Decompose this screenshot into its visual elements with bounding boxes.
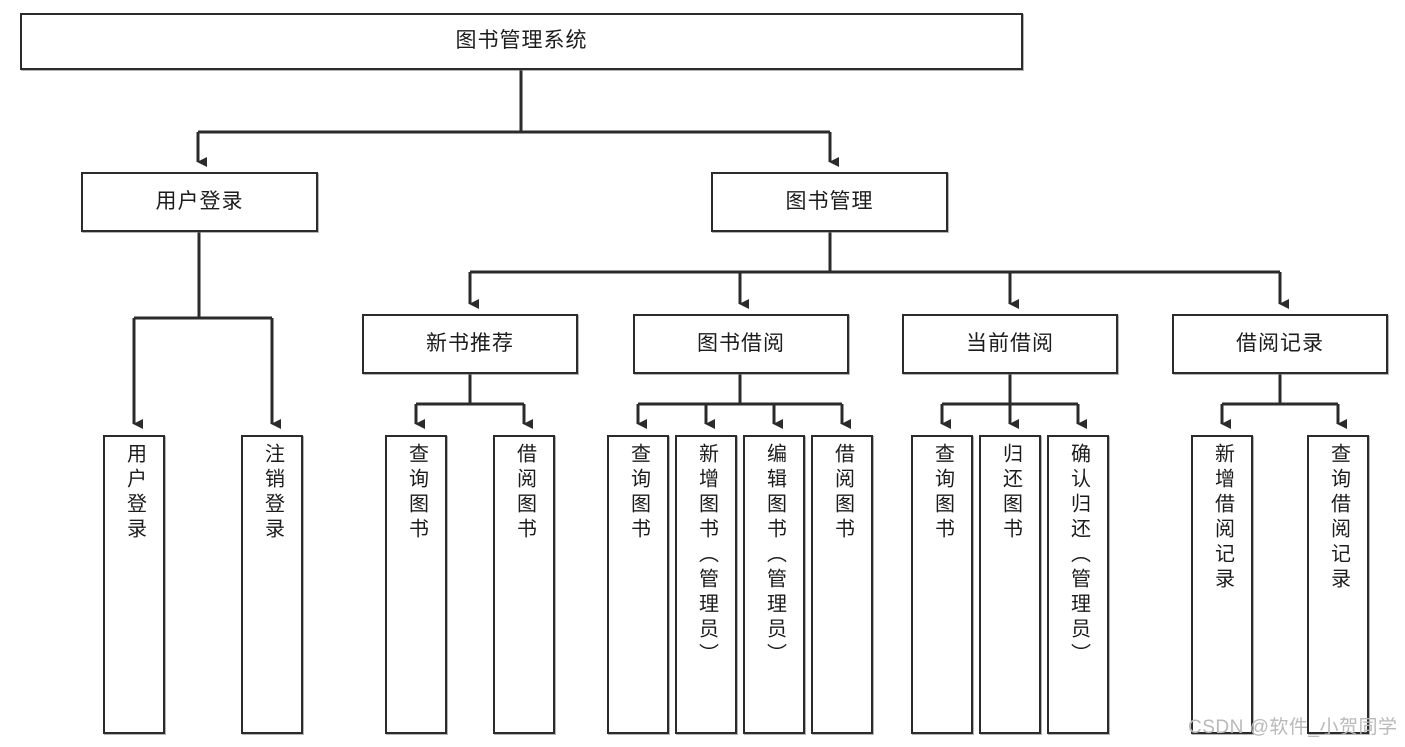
node-current-borrow[interactable]: 当前借阅 — [902, 314, 1118, 374]
node-root-book-management-system[interactable]: 图书管理系统 — [20, 13, 1023, 70]
node-leaf-return-book[interactable]: 归还图书 — [979, 435, 1041, 734]
node-label: 图书管理 — [785, 189, 874, 213]
node-leaf-query-book-recommend[interactable]: 查询图书 — [385, 435, 447, 734]
node-leaf-confirm-return[interactable]: 确认归还（管理员） — [1047, 435, 1109, 734]
node-leaf-logout-login[interactable]: 注销登录 — [241, 435, 303, 734]
node-label: 借阅记录 — [1236, 331, 1324, 355]
node-label: 注销登录 — [261, 443, 284, 543]
node-leaf-borrow-book[interactable]: 借阅图书 — [811, 435, 873, 734]
node-leaf-add-book[interactable]: 新增图书（管理员） — [675, 435, 737, 734]
node-leaf-edit-book[interactable]: 编辑图书（管理员） — [743, 435, 805, 734]
node-borrow-record[interactable]: 借阅记录 — [1172, 314, 1388, 374]
node-label: 新增借阅记录 — [1211, 443, 1234, 593]
node-label: 查询借阅记录 — [1327, 443, 1350, 593]
node-leaf-borrow-book-recommend[interactable]: 借阅图书 — [493, 435, 555, 734]
node-book-borrow[interactable]: 图书借阅 — [633, 314, 849, 374]
node-label: 借阅图书 — [831, 443, 854, 543]
node-label: 编辑图书（管理员） — [763, 443, 786, 668]
node-label: 确认归还（管理员） — [1067, 443, 1090, 668]
node-book-management[interactable]: 图书管理 — [711, 172, 948, 232]
node-label: 新书推荐 — [426, 331, 514, 355]
node-label: 图书借阅 — [697, 331, 785, 355]
node-leaf-add-borrow-record[interactable]: 新增借阅记录 — [1191, 435, 1253, 734]
node-leaf-user-login[interactable]: 用户登录 — [103, 435, 165, 734]
node-leaf-query-book-current[interactable]: 查询图书 — [911, 435, 973, 734]
node-label: 用户登录 — [123, 443, 146, 543]
node-label: 查询图书 — [627, 443, 650, 543]
node-label: 归还图书 — [999, 443, 1022, 543]
node-label: 新增图书（管理员） — [695, 443, 718, 668]
node-leaf-query-borrow-record[interactable]: 查询借阅记录 — [1307, 435, 1369, 734]
watermark: CSDN @软件_小贺同学 — [1188, 717, 1398, 738]
node-label: 借阅图书 — [513, 443, 536, 543]
node-label: 查询图书 — [931, 443, 954, 543]
node-label: 查询图书 — [405, 443, 428, 543]
node-label: 当前借阅 — [966, 331, 1054, 355]
node-leaf-query-book-borrow[interactable]: 查询图书 — [607, 435, 669, 734]
node-new-book-recommend[interactable]: 新书推荐 — [362, 314, 578, 374]
node-label: 用户登录 — [155, 189, 244, 213]
node-label: 图书管理系统 — [455, 29, 588, 53]
node-user-login[interactable]: 用户登录 — [81, 172, 318, 232]
